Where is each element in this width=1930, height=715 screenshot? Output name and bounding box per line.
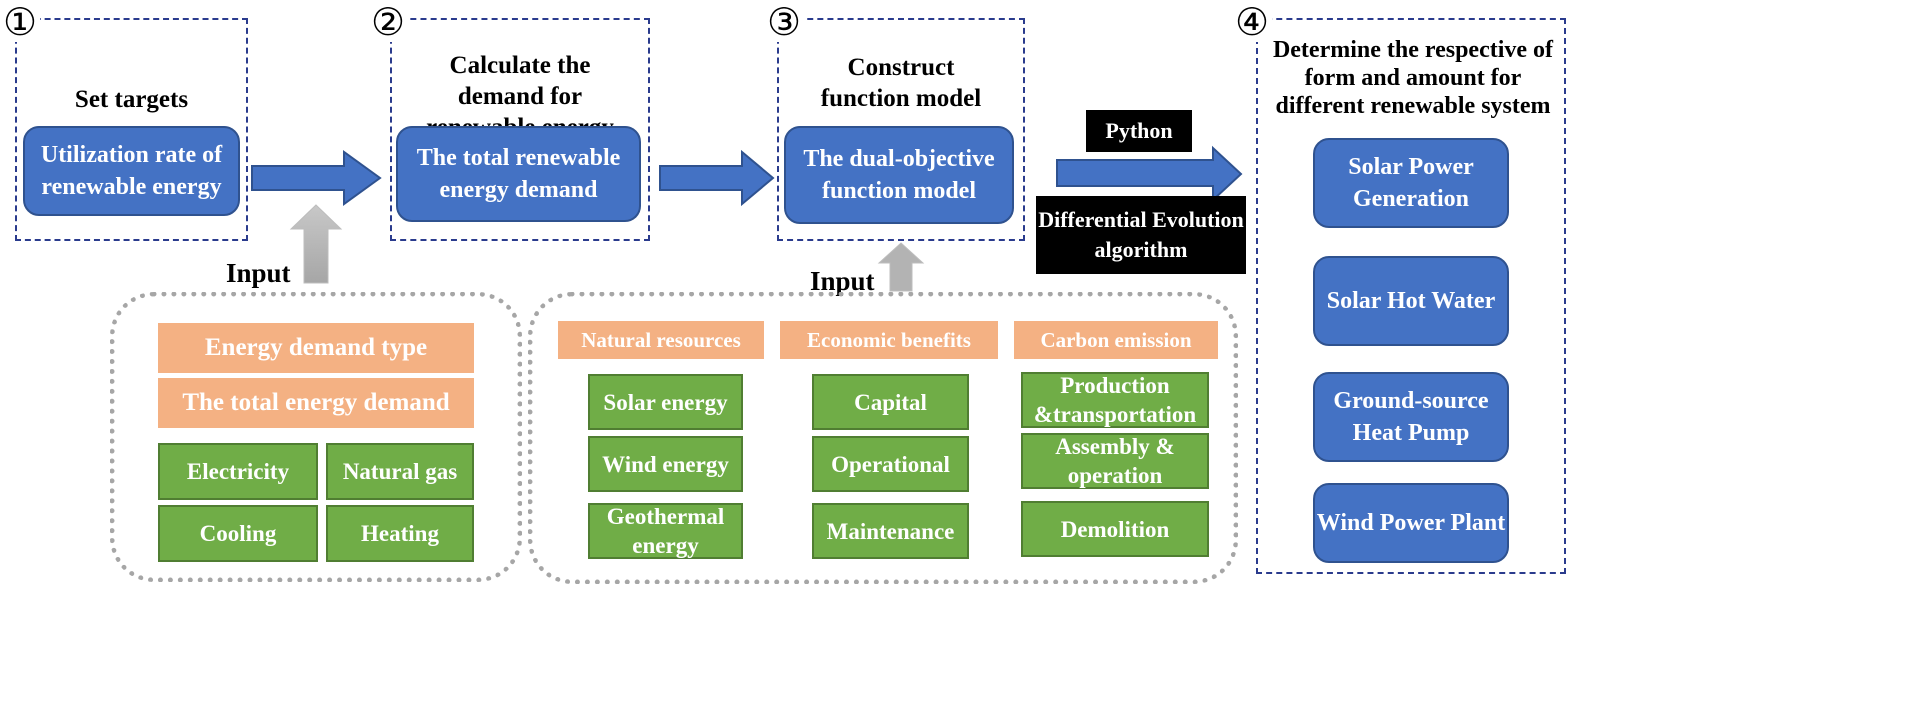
item-capital: Capital: [812, 374, 969, 430]
energy-demand-type-header: Energy demand type: [158, 323, 474, 373]
total-energy-demand-header: The total energy demand: [158, 378, 474, 428]
stage-1-frame: [15, 18, 248, 241]
total-renewable-demand-box: The total renewable energy demand: [396, 126, 641, 222]
item-electricity: Electricity: [158, 443, 318, 500]
output-solar-hot-water: Solar Hot Water: [1313, 256, 1509, 346]
output-ground-source-heat-pump: Ground-source Heat Pump: [1313, 372, 1509, 462]
item-geothermal-energy: Geothermal energy: [588, 503, 743, 559]
differential-evolution-label: Differential Evolution algorithm: [1036, 196, 1246, 274]
stage-1-number: ①: [0, 2, 40, 42]
arrow-3-to-4: [1056, 145, 1243, 203]
stage-2-frame: [390, 18, 650, 241]
natural-resources-header: Natural resources: [558, 321, 764, 359]
stage-4-title: Determine the respective of form and amo…: [1272, 37, 1554, 119]
input-label-left: Input: [226, 258, 291, 288]
item-cooling: Cooling: [158, 505, 318, 562]
input-arrow-right: [877, 242, 925, 292]
stage-4-frame: [1256, 18, 1566, 574]
python-label: Python: [1086, 110, 1192, 152]
stage-2-number: ②: [368, 2, 408, 42]
item-operational: Operational: [812, 436, 969, 492]
carbon-emission-header: Carbon emission: [1014, 321, 1218, 359]
output-solar-power: Solar Power Generation: [1313, 138, 1509, 228]
output-wind-power-plant: Wind Power Plant: [1313, 483, 1509, 563]
input-arrow-left: [289, 204, 343, 284]
energy-demand-group: [110, 292, 522, 582]
item-assembly-operation: Assembly & operation: [1021, 433, 1209, 489]
item-wind-energy: Wind energy: [588, 436, 743, 492]
stage-3-number: ③: [764, 2, 804, 42]
arrow-1-to-2: [251, 150, 382, 206]
evaluation-criteria-group: [528, 292, 1238, 584]
item-heating: Heating: [326, 505, 474, 562]
economic-benefits-header: Economic benefits: [780, 321, 998, 359]
stage-4-number: ④: [1232, 2, 1272, 42]
item-solar-energy: Solar energy: [588, 374, 743, 430]
stage-3-frame: [777, 18, 1025, 241]
dual-objective-box: The dual-objective function model: [784, 126, 1014, 224]
item-natural-gas: Natural gas: [326, 443, 474, 500]
stage-1-title: Set targets: [74, 86, 189, 113]
stage-3-title: Construct function model: [820, 54, 982, 112]
input-label-right: Input: [810, 266, 875, 296]
item-demolition: Demolition: [1021, 501, 1209, 557]
item-maintenance: Maintenance: [812, 503, 969, 559]
arrow-2-to-3: [659, 149, 775, 207]
utilization-rate-box: Utilization rate of renewable energy: [23, 126, 240, 216]
item-production-transportation: Production &transportation: [1021, 372, 1209, 428]
